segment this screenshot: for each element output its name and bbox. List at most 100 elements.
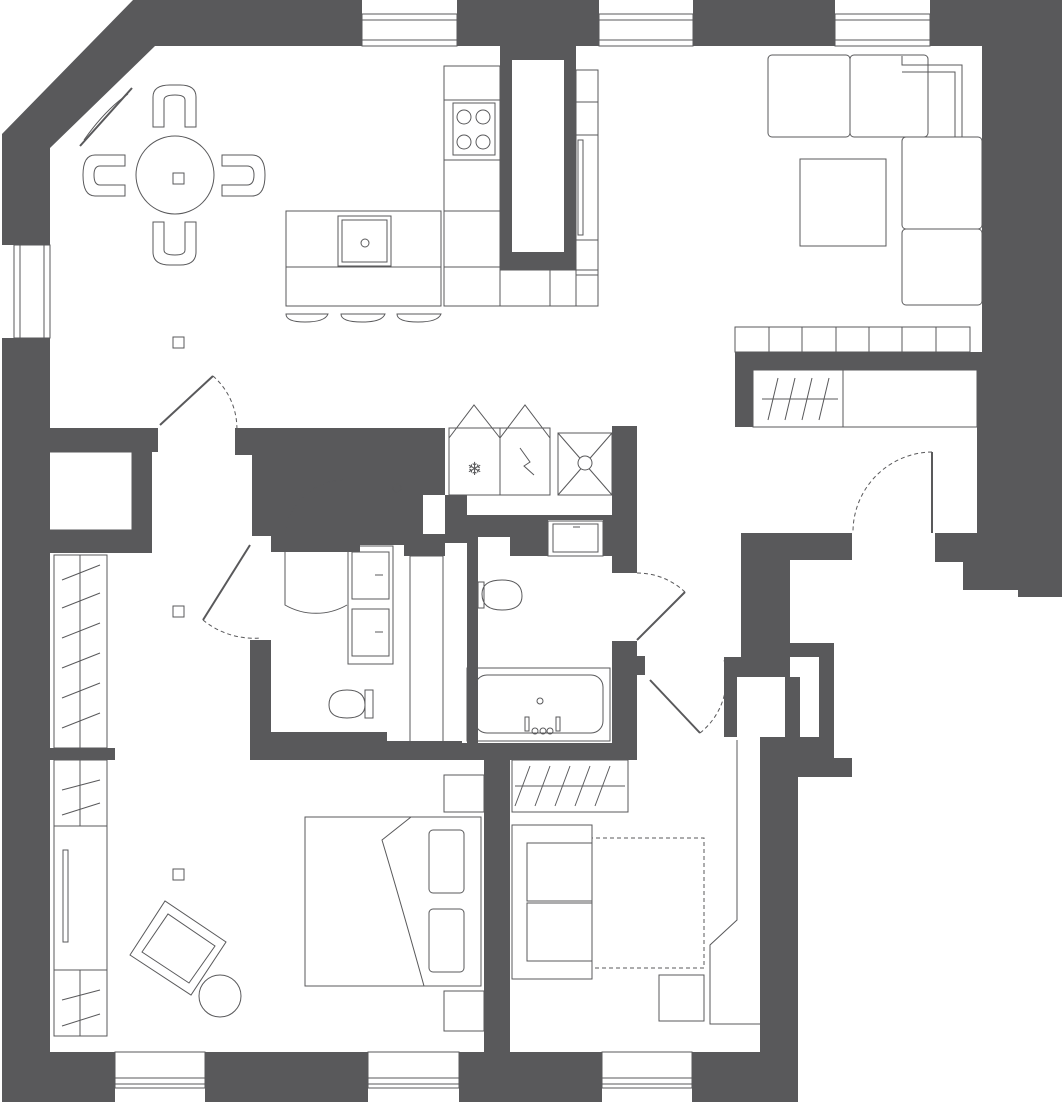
corner-sofa-seat	[849, 54, 929, 138]
bedroom-dividing-top	[462, 743, 637, 1052]
chair-icon	[152, 221, 197, 266]
exterior-wall-top-right	[930, 0, 1062, 46]
shower-icon	[557, 432, 613, 496]
pillow-icon	[428, 908, 465, 973]
bedroom-1	[53, 759, 485, 1037]
door-hallway-left	[202, 544, 261, 639]
snowflake-icon: ❄	[467, 459, 482, 480]
hallway-niche	[762, 552, 790, 650]
doors	[79, 87, 933, 734]
exterior-wall-top-left	[2, 0, 362, 245]
bathtub-icon	[466, 667, 611, 742]
exterior-wall-top-mid2	[693, 0, 835, 46]
kitchen-counter-top	[443, 65, 501, 212]
door-kitchen	[159, 375, 238, 441]
window-top-2	[598, 13, 694, 47]
tv-cabinet	[53, 825, 108, 971]
corner-sofa-section	[901, 136, 983, 230]
wardrobe-icon	[511, 759, 629, 813]
exterior-wall-top-mid1	[457, 0, 599, 46]
chair-icon	[152, 84, 197, 128]
shaft-left	[48, 428, 158, 553]
living-room	[734, 54, 983, 353]
window-bottom-1	[114, 1051, 206, 1089]
sink-icon	[351, 608, 390, 657]
living-partition	[735, 352, 982, 427]
exterior-wall-right-lower	[760, 737, 852, 1052]
round-table-icon	[135, 135, 215, 215]
bathroom-1	[274, 455, 444, 744]
desk-icon	[658, 974, 705, 1022]
kitchen-counter-lower	[443, 210, 501, 307]
cooktop-icon	[452, 102, 496, 156]
left-closets	[53, 554, 185, 749]
wall-cabinet	[709, 740, 760, 1025]
sink-icon	[547, 520, 604, 557]
windows	[13, 13, 931, 1089]
bathroom-cabinet	[409, 555, 444, 744]
double-bed-icon	[304, 816, 482, 987]
toilet-icon	[481, 579, 523, 611]
door-bedroom-2	[649, 659, 727, 734]
laundry: ❄	[448, 404, 613, 496]
laundry-wall	[537, 515, 612, 556]
bathtub-right-wall	[612, 641, 645, 743]
bedroom-2	[511, 740, 760, 1025]
toilet-icon	[328, 689, 366, 719]
sink-icon	[351, 551, 390, 600]
sofa-bed-icon	[511, 824, 705, 980]
wall-segment-bath2-top	[445, 495, 467, 515]
bathtub-icon	[274, 455, 422, 533]
washing-machine-icon	[499, 427, 551, 496]
window-top-1	[361, 13, 458, 47]
column-marker	[172, 605, 185, 618]
closet-divider	[50, 748, 115, 760]
column-marker	[172, 336, 185, 349]
window-bottom-2	[367, 1051, 460, 1089]
door-kitchen-corner	[79, 87, 133, 147]
kitchen-shelving	[575, 69, 599, 307]
window-bottom-3	[601, 1051, 693, 1089]
sink-icon	[337, 215, 392, 267]
kitchen-island-icon	[285, 210, 442, 307]
corner-sofa-icon	[767, 54, 851, 138]
tv-icon	[577, 139, 584, 236]
wardrobe-icon	[752, 369, 978, 428]
door-bathroom-1	[284, 479, 348, 614]
exterior-wall-bottom-3	[692, 1052, 798, 1102]
hallway-lower-block	[785, 677, 800, 758]
exterior-wall-bottom-1	[205, 1052, 368, 1102]
exterior-wall-right	[935, 46, 1062, 597]
double-sink-counter	[347, 545, 394, 665]
kitchen	[172, 65, 599, 349]
door-bathroom-2	[636, 572, 686, 641]
bathroom-right-wall	[612, 426, 637, 573]
kitchen-column	[500, 46, 576, 270]
exterior-wall-bottom-2	[459, 1052, 602, 1102]
nightstand-icon	[443, 990, 485, 1032]
bathroom-inner-wall	[273, 454, 423, 534]
nightstand-icon	[443, 774, 485, 813]
living-cabinet	[734, 326, 971, 353]
side-table-icon	[198, 974, 242, 1018]
bar-stool-icon	[285, 313, 329, 323]
hall-wardrobe	[752, 369, 978, 428]
window-top-3	[834, 13, 931, 47]
exterior-wall-left	[2, 338, 115, 1102]
chair-icon	[221, 154, 266, 197]
corner-sofa-section	[901, 228, 983, 306]
bar-stool-icon	[396, 313, 442, 323]
shaft-left-inner	[47, 451, 133, 531]
armchair-icon	[129, 900, 227, 996]
bathroom-2	[466, 520, 611, 742]
door-entrance	[852, 451, 933, 534]
coffee-table-icon	[799, 158, 887, 247]
window-left	[13, 244, 51, 339]
table-column-marker	[172, 172, 185, 185]
column-marker	[172, 868, 185, 881]
hallway-right-column	[799, 643, 834, 760]
tv-icon	[62, 849, 69, 943]
